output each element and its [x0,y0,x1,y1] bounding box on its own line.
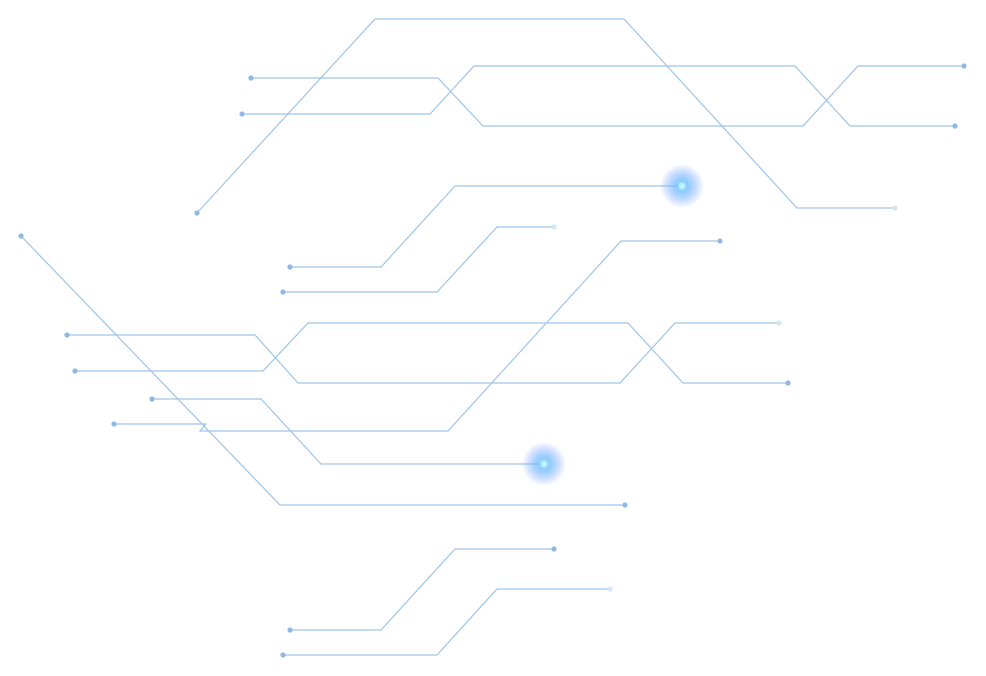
circuit-line [75,322,788,384]
line-end-dot [551,224,557,230]
circuit-line [290,548,554,631]
line-start-dot [72,368,78,374]
line-start-dot [280,289,286,295]
line-start-dot [18,233,24,239]
line-end-dot [961,63,967,69]
line-end-dot [892,205,898,211]
line-start-dot [149,396,155,402]
circuit-line [290,185,682,268]
line-start-dot [239,111,245,117]
line-end-dot [551,546,557,552]
circuit-line [283,588,610,656]
line-start-dot [287,627,293,633]
line-end-dot [952,123,958,129]
line-end-dot [717,238,723,244]
line-start-dot [194,210,200,216]
glow-node-core [541,461,547,467]
circuit-line [251,65,964,127]
line-end-dot [785,380,791,386]
line-end-dot [622,502,628,508]
circuit-line [242,65,955,127]
glow-node-core [679,183,685,189]
line-start-dot [248,75,254,81]
line-end-dot [776,320,782,326]
circuit-line [114,240,720,432]
circuit-line [283,226,554,293]
circuit-line [20,235,625,506]
circuit-line [67,322,779,384]
circuit-line [196,18,895,214]
line-start-dot [64,332,70,338]
line-start-dot [111,421,117,427]
line-start-dot [287,264,293,270]
line-start-dot [280,652,286,658]
line-end-dot [607,586,613,592]
